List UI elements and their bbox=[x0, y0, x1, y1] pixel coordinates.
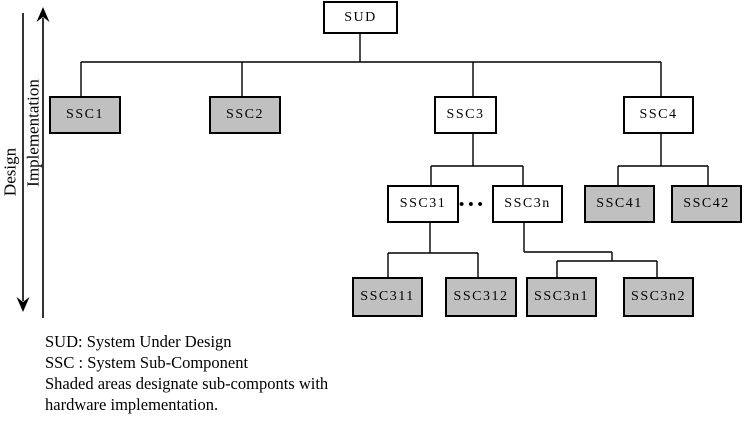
node-sud: SUD bbox=[323, 1, 398, 34]
legend-line-shaded-2: hardware implementation. bbox=[45, 395, 219, 414]
node-ssc4: SSC4 bbox=[623, 96, 694, 134]
implementation-axis-label: Implementation bbox=[23, 79, 43, 187]
node-ssc3n2: SSC3n2 bbox=[623, 277, 694, 317]
legend-line-ssc: SSC : System Sub-Component bbox=[45, 353, 249, 372]
node-ssc42: SSC42 bbox=[671, 185, 742, 223]
design-arrow bbox=[16, 13, 30, 312]
node-ssc3: SSC3 bbox=[434, 96, 497, 134]
node-ssc1: SSC1 bbox=[49, 96, 121, 134]
legend: SUD: System Under Design SSC : System Su… bbox=[45, 331, 328, 415]
node-ssc2: SSC2 bbox=[209, 96, 281, 134]
node-ssc3n: SSC3n bbox=[492, 185, 563, 223]
node-ssc3n1: SSC3n1 bbox=[526, 277, 597, 317]
sibling-ellipsis: ••• bbox=[459, 197, 487, 213]
implementation-arrow bbox=[36, 7, 50, 318]
node-ssc311: SSC311 bbox=[352, 277, 423, 317]
node-ssc41: SSC41 bbox=[584, 185, 655, 223]
legend-line-sud: SUD: System Under Design bbox=[45, 332, 232, 351]
node-ssc312: SSC312 bbox=[445, 277, 517, 317]
legend-line-shaded-1: Shaded areas designate sub-componts with bbox=[45, 374, 329, 393]
design-axis-label: Design bbox=[0, 147, 20, 197]
tree-connector-lines bbox=[80, 34, 709, 277]
node-ssc31: SSC31 bbox=[387, 185, 459, 223]
